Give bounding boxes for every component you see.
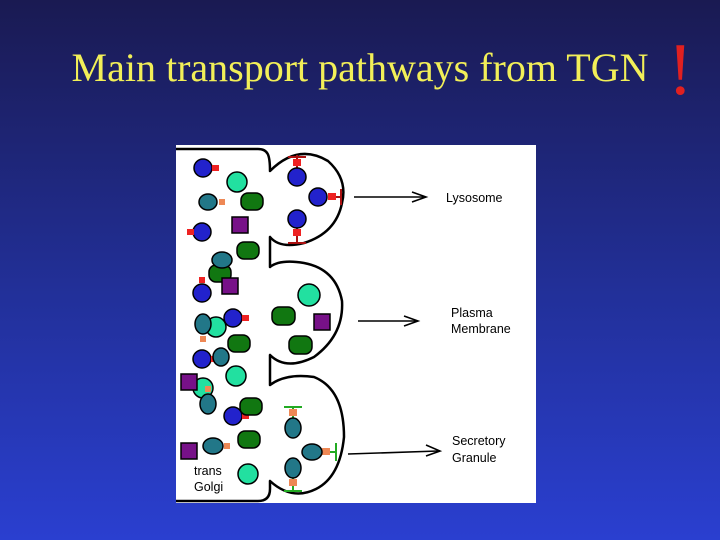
lysosomal-enzyme [192, 277, 212, 303]
arrow-lysosome-head [411, 191, 429, 203]
slide-title: Main transport pathways from TGN [71, 45, 649, 90]
teal-protein [194, 313, 212, 342]
receptor-bound-enzyme [287, 155, 307, 187]
light-green-protein [226, 171, 248, 193]
label-plasma: Plasma [451, 306, 493, 320]
dark-green-protein [288, 335, 313, 355]
purple-protein [221, 277, 239, 295]
label-secretory: Secretory [452, 434, 506, 448]
lysosomal-enzyme [193, 158, 219, 178]
light-green-protein [225, 365, 247, 387]
receptor-bound-enzyme [287, 209, 307, 244]
arrow-secretory-granule [347, 450, 439, 455]
dark-green-protein [271, 306, 296, 326]
light-green-protein [237, 463, 259, 485]
teal-protein [199, 386, 217, 415]
light-green-protein [297, 283, 321, 307]
teal-protein [198, 193, 225, 211]
dark-green-protein [236, 241, 260, 260]
exclamation-mark: ! [668, 29, 693, 111]
teal-protein [212, 347, 230, 367]
lysosomal-enzyme [223, 406, 249, 426]
label-trans: trans [194, 464, 222, 478]
arrow-plasma-membrane-head [403, 315, 421, 327]
dark-green-protein [239, 397, 263, 416]
purple-protein [180, 373, 198, 391]
label-golgi: Golgi [194, 480, 224, 494]
label-lysosome: Lysosome [446, 191, 503, 205]
receptor-bound-protein [284, 457, 302, 492]
tgn-diagram-drawing [176, 147, 443, 503]
label-granule: Granule [452, 451, 497, 465]
lysosomal-enzyme [223, 308, 249, 328]
purple-protein [313, 313, 331, 331]
receptor-bound-enzyme [308, 187, 342, 207]
receptor-bound-protein [284, 406, 302, 439]
receptor-bound-protein [301, 443, 337, 461]
purple-protein [231, 216, 249, 234]
dark-green-protein [237, 430, 261, 449]
teal-protein [202, 437, 230, 455]
teal-protein [211, 251, 233, 269]
dark-green-protein [240, 192, 264, 211]
label-membrane: Membrane [451, 322, 511, 336]
dark-green-protein [227, 334, 251, 353]
tgn-diagram: Lysosome Plasma Membrane Secretory Granu… [176, 145, 536, 503]
tgn-membrane [176, 147, 346, 503]
lysosomal-enzyme [187, 222, 212, 242]
purple-protein [180, 442, 198, 460]
arrow-secretory-granule-head [425, 444, 443, 457]
